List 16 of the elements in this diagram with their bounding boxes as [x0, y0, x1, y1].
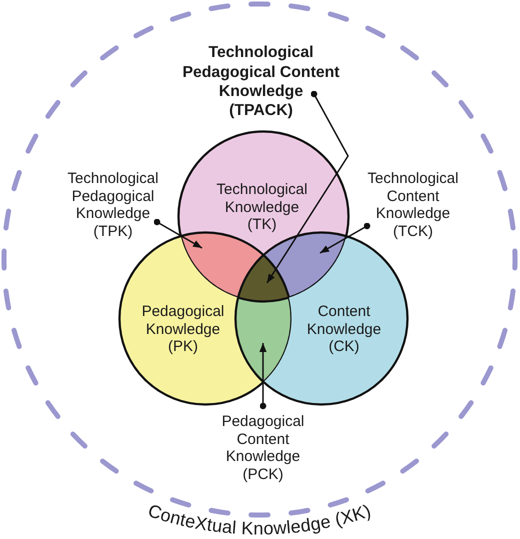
leader-line — [320, 222, 370, 254]
callout-label: Technological Content Knowledge (TCK) — [364, 170, 462, 240]
callout-label: Pedagogical Content Knowledge (PCK) — [214, 413, 312, 483]
curved-label: ConteXtual Knowledge (XK) — [146, 500, 374, 538]
overlap-region — [237, 254, 289, 302]
overlap-region — [180, 232, 264, 298]
leader-line — [266, 90, 349, 284]
overlap-region — [234, 296, 292, 382]
leader-line — [259, 343, 267, 410]
leader-line — [154, 218, 202, 249]
circle-label: Content Knowledge (CK) — [306, 303, 382, 356]
venn-circle — [176, 130, 350, 302]
callout-label: Technological Pedagogical Content Knowledge (TPACK) — [181, 43, 341, 120]
callout-label: Technological Pedagogical Knowledge (TPK) — [64, 170, 162, 240]
circle-label: Pedagogical Knowledge (PK) — [140, 303, 226, 356]
circle-label: Technological Knowledge (TK) — [216, 181, 308, 234]
